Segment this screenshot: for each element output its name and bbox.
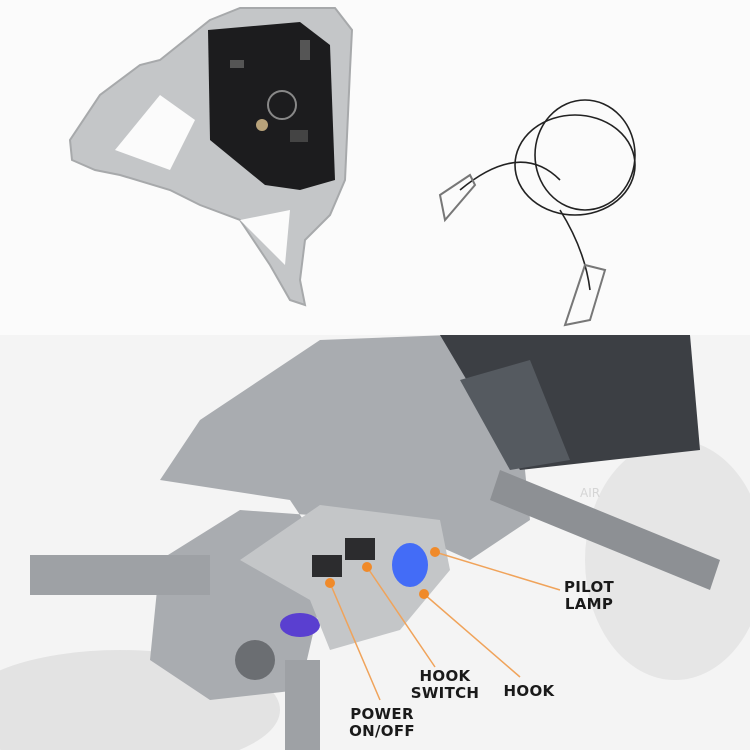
drone-marking: AIR — [580, 486, 600, 500]
callout-text: POWER — [350, 705, 414, 723]
hook-device-mounted — [240, 505, 450, 650]
callout-text: SWITCH — [410, 684, 480, 702]
hook-dot — [419, 589, 429, 599]
callout-lines — [329, 551, 561, 701]
callout-text: ON/OFF — [349, 722, 415, 740]
callout-hook-switch: HOOK SWITCH — [408, 668, 482, 702]
hook-device — [68, 7, 354, 307]
callout-pilot-lamp: PILOT LAMP — [560, 579, 618, 613]
hook-switch-dot — [362, 562, 372, 572]
hook-switch-line — [366, 566, 436, 668]
power-line — [329, 582, 381, 701]
pilot-lamp-line — [434, 551, 561, 591]
callout-text: HOOK — [503, 682, 555, 700]
hook-led — [392, 543, 428, 587]
pilot-lamp-dot — [430, 547, 440, 557]
hook-line — [423, 593, 521, 678]
power-dot — [325, 578, 335, 588]
safety-cable — [438, 99, 636, 327]
drone — [30, 335, 720, 750]
callout-power: POWER ON/OFF — [344, 706, 420, 740]
callout-text: HOOK — [419, 667, 471, 685]
callout-text: LAMP — [564, 595, 614, 613]
callout-text: PILOT — [563, 578, 615, 596]
callout-hook: HOOK — [500, 683, 558, 700]
